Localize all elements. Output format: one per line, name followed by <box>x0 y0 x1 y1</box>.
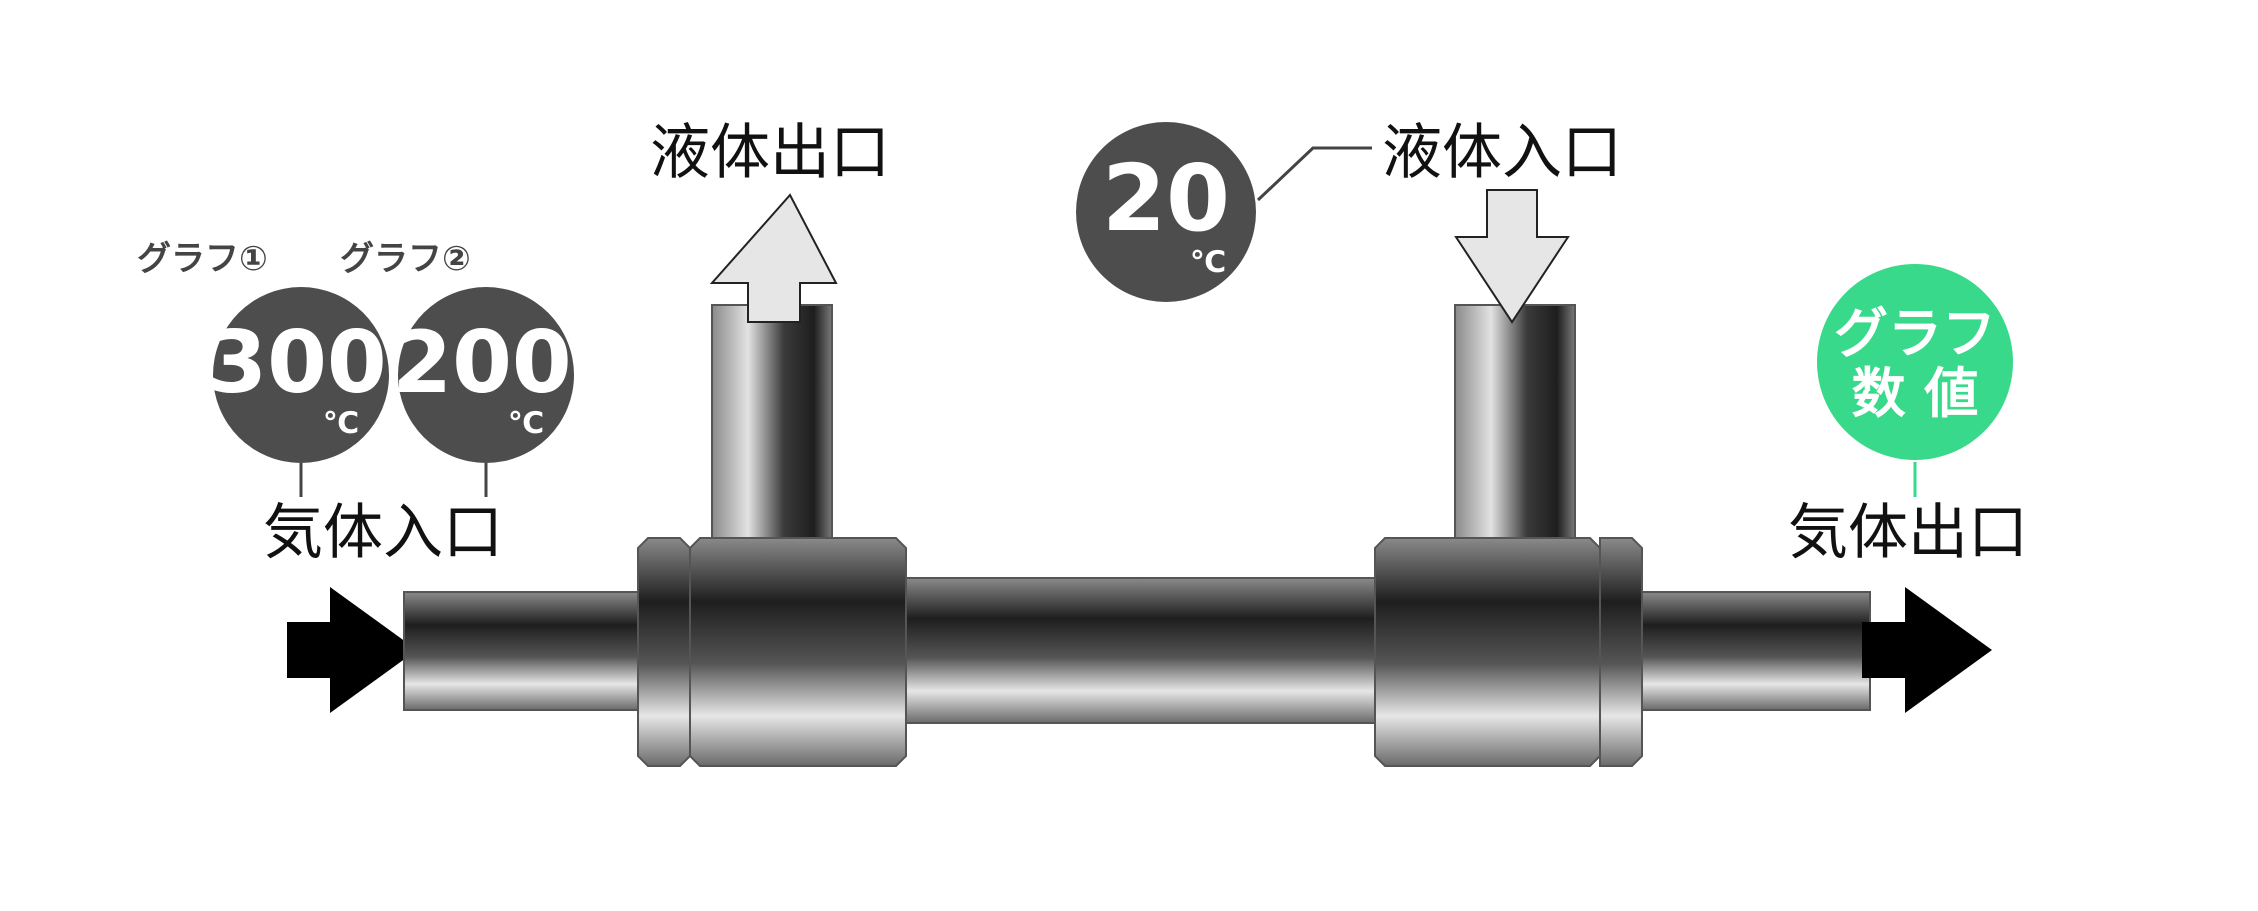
middle-pipe <box>899 577 1381 724</box>
liquid-outlet-label: 液体出口 <box>650 118 890 188</box>
graph2-unit: ℃ <box>508 406 544 441</box>
gas-outlet-arrow <box>1862 587 1992 713</box>
graph1-value: 300 <box>207 313 387 413</box>
liquid-inlet-arrow <box>1454 189 1570 324</box>
graph1-caption: グラフ① <box>137 239 268 279</box>
inlet-pipe <box>403 591 645 711</box>
left-vertical-pipe <box>711 304 833 542</box>
liquid-outlet-arrow <box>709 193 838 323</box>
right-flange <box>1599 537 1643 767</box>
result-line2: 数 値 <box>1852 362 1979 425</box>
gas-outlet-label: 気体出口 <box>1788 498 2028 568</box>
liquid-in-leader <box>1256 146 1372 202</box>
liquid-in-unit: ℃ <box>1190 245 1226 280</box>
result-line1: グラフ <box>1834 302 1996 365</box>
graph1-badge <box>213 287 389 463</box>
graph2-caption: グラフ② <box>340 239 471 279</box>
right-vertical-pipe <box>1454 304 1576 542</box>
gas-inlet-arrow <box>287 587 417 713</box>
result-badge <box>1817 264 2013 460</box>
gas-inlet-label: 気体入口 <box>263 498 503 568</box>
graph2-badge <box>398 287 574 463</box>
liquid-inlet-label: 液体入口 <box>1382 118 1622 188</box>
liquid-in-badge <box>1076 122 1256 302</box>
graph1-unit: ℃ <box>323 406 359 441</box>
right-junction-body <box>1374 537 1601 767</box>
left-junction-body <box>689 537 907 767</box>
left-flange <box>637 537 691 767</box>
outlet-pipe <box>1629 591 1871 711</box>
graph2-value: 200 <box>392 313 572 413</box>
liquid-in-value: 20 <box>1102 145 1230 252</box>
